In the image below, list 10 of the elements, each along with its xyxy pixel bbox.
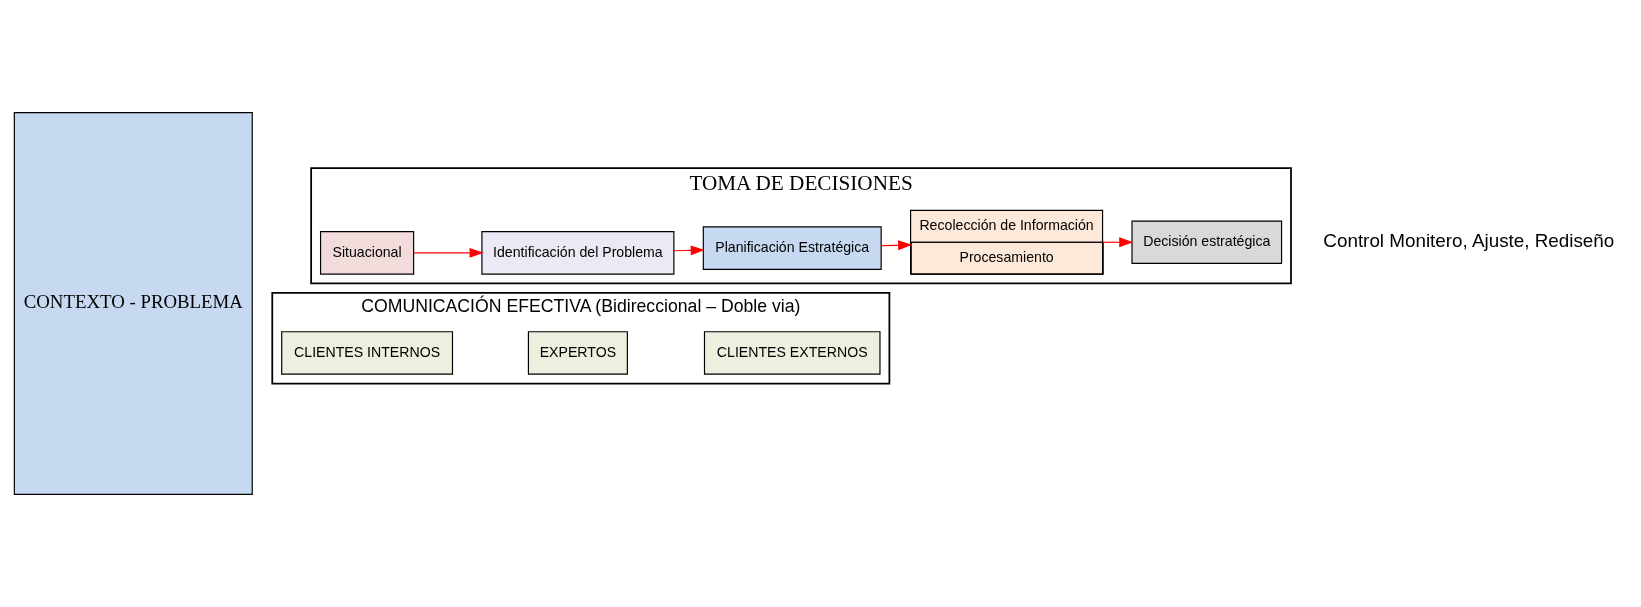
node-box: Situacional: [319, 231, 415, 275]
node-box: CLIENTES INTERNOS: [281, 331, 454, 375]
node-box: Decisión estratégica: [1131, 220, 1283, 265]
node-box: Identificación del Problema: [481, 231, 675, 275]
node-box: EXPERTOS: [527, 331, 628, 375]
node-box: CONTEXTO - PROBLEMA: [13, 112, 253, 495]
arrow: [413, 247, 484, 258]
node-box: Planificación Estratégica: [702, 226, 882, 270]
label: Control Monitero, Ajuste, Rediseño: [1323, 229, 1615, 251]
node-box: CLIENTES EXTERNOS: [703, 331, 881, 375]
